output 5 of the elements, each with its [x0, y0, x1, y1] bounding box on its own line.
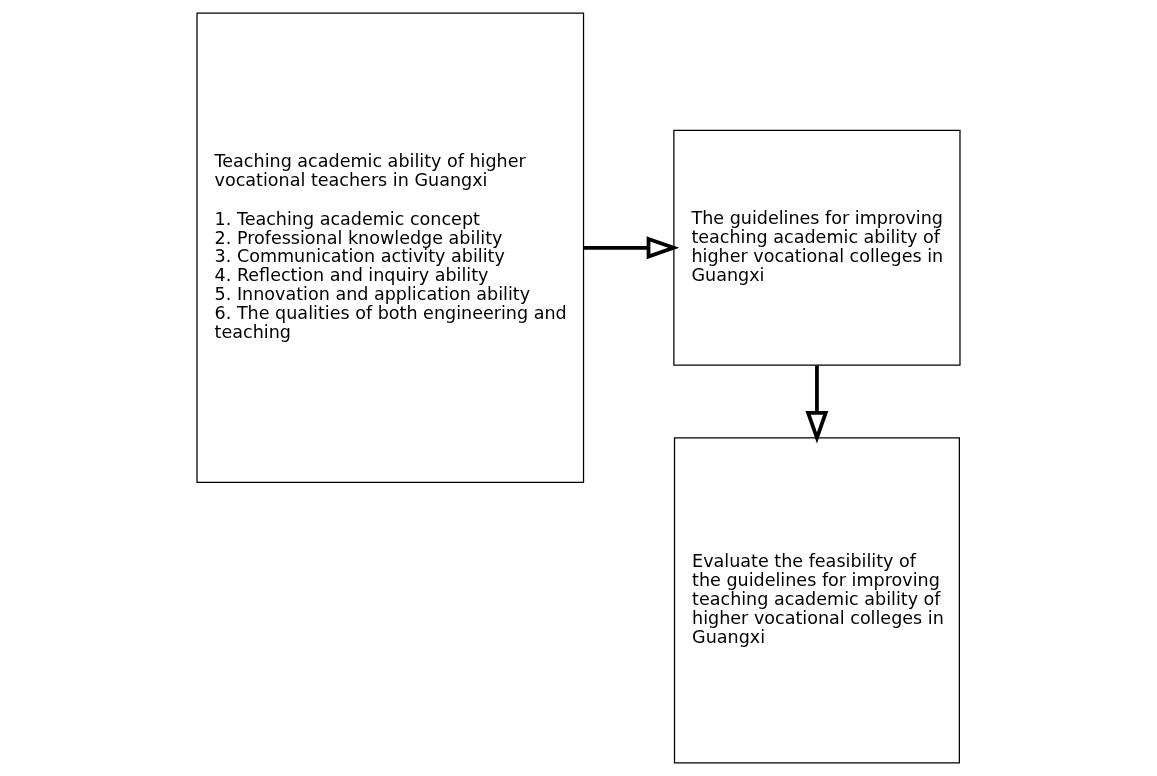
- arrow: [805, 365, 829, 444]
- arrow: [583, 236, 680, 260]
- node-box: Teaching academic ability of higher vocational teachers in Guangxi 1. Teaching academic concept 2. Professional knowledge ability 3. Communication activity ability 4. Reflection and inquiry ability 5. Innovation and application ability 6. The qualities of both engineering and teaching: [196, 12, 585, 484]
- node-box: Evaluate the feasibility of the guidelines for improving teaching academic ability of higher vocational colleges in Guangxi: [673, 437, 960, 764]
- node-box: The guidelines for improving teaching academic ability of higher vocational colleges in Guangxi: [673, 129, 961, 366]
